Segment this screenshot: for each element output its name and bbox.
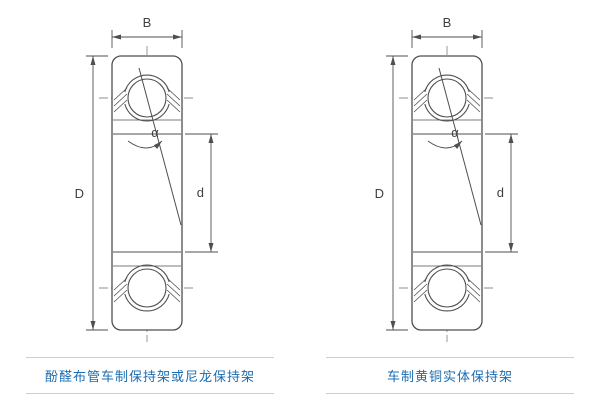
- outer-diameter-label: D: [75, 186, 84, 201]
- dimension-B: B: [111, 15, 183, 48]
- width-label: B: [443, 15, 452, 30]
- caption-right: 车制黄铜实体保持架: [326, 357, 574, 394]
- bearing-outline: [111, 55, 183, 331]
- width-label: B: [143, 15, 152, 30]
- bearing-drawing-right: α B D d: [375, 15, 518, 342]
- dimension-D: D: [375, 55, 408, 331]
- bearing-diagram-right: α B D d: [300, 0, 600, 355]
- ball-bottom: [424, 264, 470, 312]
- dimension-d: d: [185, 133, 218, 253]
- dimension-d: d: [485, 133, 518, 253]
- cage-hatch: [413, 87, 481, 303]
- contact-angle-label: α: [151, 125, 159, 140]
- dimension-D: D: [75, 55, 108, 331]
- caption-left: 酚醛布管车制保持架或尼龙保持架: [26, 357, 274, 394]
- bore-diameter-label: d: [197, 185, 204, 200]
- outer-diameter-label: D: [375, 186, 384, 201]
- ball-bottom: [124, 264, 170, 312]
- contact-angle-annotation: α: [427, 67, 482, 226]
- bearing-outline: [411, 55, 483, 331]
- dimension-B: B: [411, 15, 483, 48]
- bearing-drawing-left: α B D d: [75, 15, 218, 342]
- bearing-diagram-left: α B D d: [0, 0, 300, 355]
- bore-diameter-label: d: [497, 185, 504, 200]
- contact-angle-label: α: [451, 125, 459, 140]
- contact-angle-annotation: α: [127, 67, 182, 226]
- cage-hatch: [113, 87, 181, 303]
